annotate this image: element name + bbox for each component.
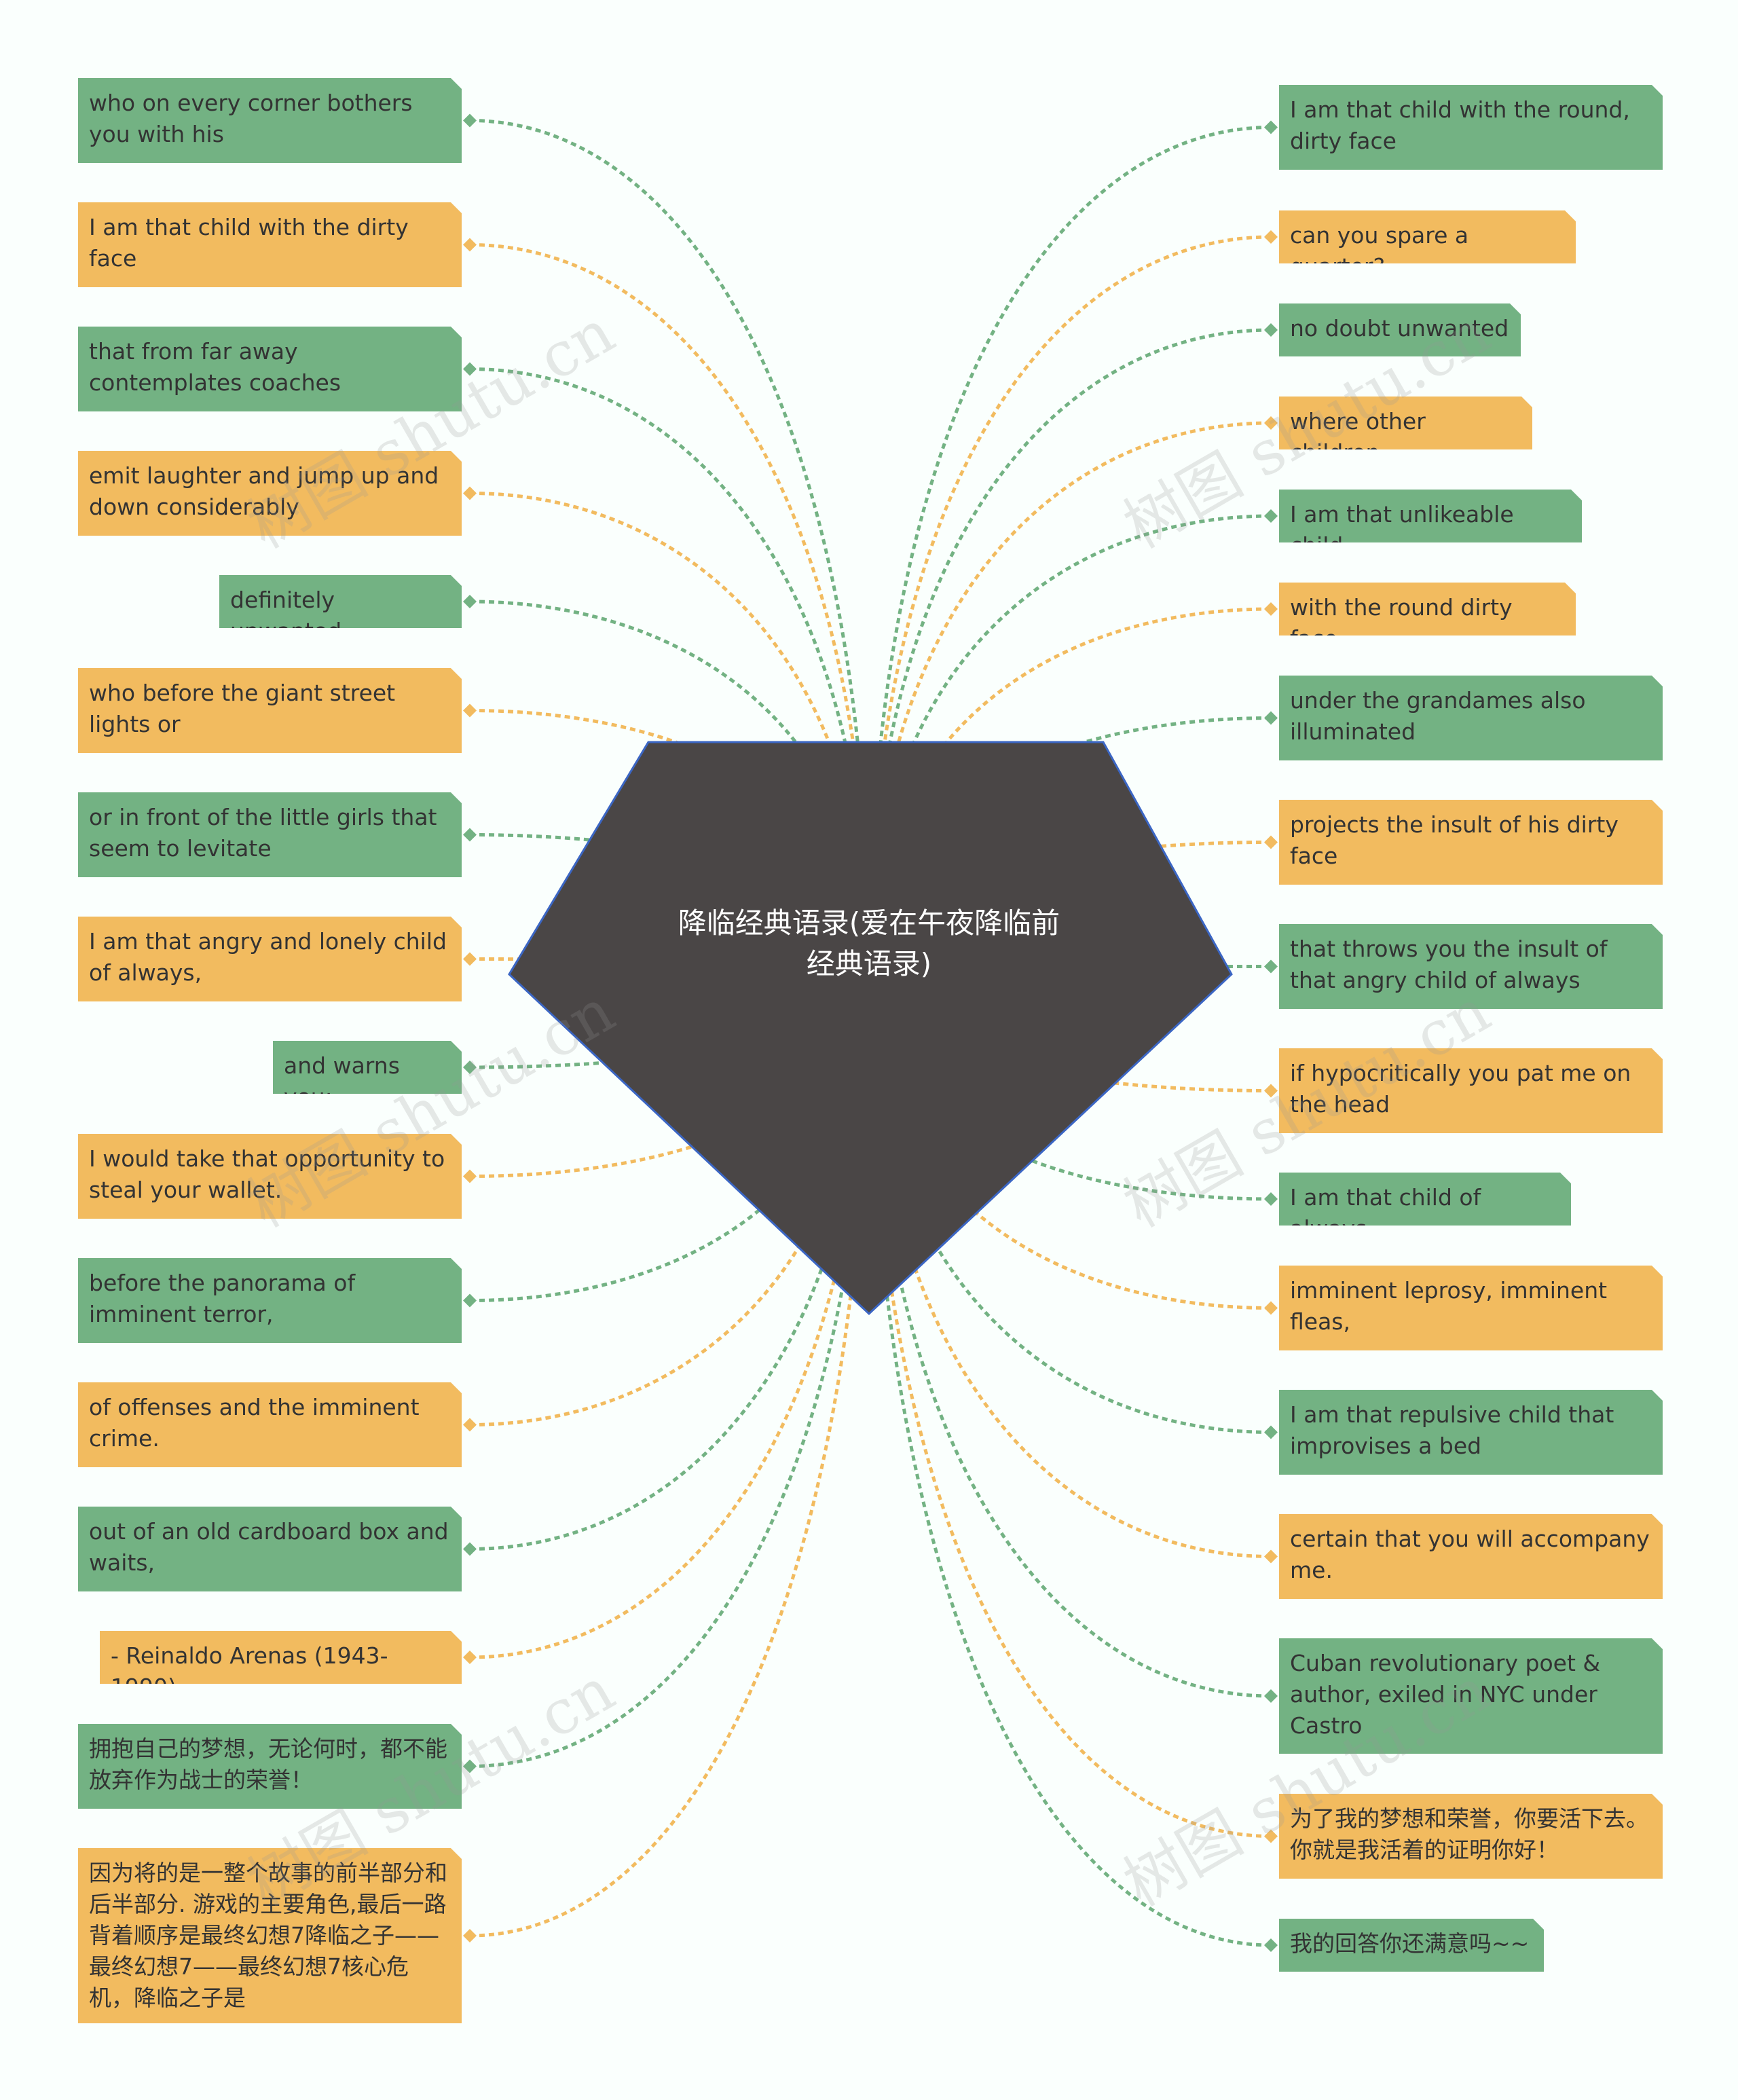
left-connector-12: [469, 970, 871, 1426]
left-connector-dot-2: [463, 238, 477, 252]
left-topic-node-14[interactable]: - Reinaldo Arenas (1943-1990): [100, 1631, 462, 1684]
left-connector-dot-9: [463, 1061, 477, 1074]
left-connector-dot-8: [463, 952, 477, 966]
left-topic-node-13[interactable]: out of an old cardboard box and waits,: [78, 1507, 462, 1591]
left-topic-node-7[interactable]: or in front of the little girls that see…: [78, 792, 462, 877]
right-topic-node-13[interactable]: I am that repulsive child that improvise…: [1279, 1390, 1663, 1475]
left-topic-node-16[interactable]: 因为将的是一整个故事的前半部分和后半部分. 游戏的主要角色,最后一路背着顺序是最…: [78, 1848, 462, 2023]
left-connector-dot-11: [463, 1293, 477, 1308]
left-topic-node-1[interactable]: who on every corner bothers you with his: [78, 78, 462, 163]
right-connector-14: [867, 970, 1272, 1558]
right-topic-node-3[interactable]: no doubt unwanted: [1279, 303, 1521, 356]
left-topic-node-6[interactable]: who before the giant street lights or: [78, 668, 462, 753]
right-connector-dot-11: [1264, 1192, 1278, 1206]
right-topic-node-9[interactable]: that throws you the insult of that angry…: [1279, 924, 1663, 1009]
left-topic-node-10[interactable]: I would take that opportunity to steal y…: [78, 1134, 462, 1219]
right-topic-node-7[interactable]: under the grandames also illuminated: [1279, 676, 1663, 760]
right-connector-dot-14: [1264, 1549, 1278, 1564]
left-connector-dot-5: [463, 595, 477, 608]
right-connector-dot-6: [1264, 602, 1278, 616]
left-connector-dot-12: [463, 1418, 477, 1432]
left-topic-node-15[interactable]: 拥抱自己的梦想，无论何时，都不能放弃作为战士的荣誉！: [78, 1724, 462, 1809]
right-connector-dot-10: [1264, 1084, 1278, 1098]
left-topic-node-5[interactable]: definitely unwanted: [219, 575, 462, 628]
left-topic-node-11[interactable]: before the panorama of imminent terror,: [78, 1258, 462, 1343]
right-topic-node-2[interactable]: can you spare a quarter?: [1279, 210, 1576, 263]
right-connector-dot-7: [1264, 711, 1278, 725]
left-topic-node-12[interactable]: of offenses and the imminent crime.: [78, 1382, 462, 1467]
right-topic-node-17[interactable]: 我的回答你还满意吗~~: [1279, 1919, 1544, 1972]
right-connector-17: [867, 970, 1272, 1947]
right-connector-dot-17: [1264, 1938, 1278, 1952]
left-connector-15: [469, 970, 871, 1768]
left-topic-node-4[interactable]: emit laughter and jump up and down consi…: [78, 451, 462, 536]
left-connector-dot-14: [463, 1651, 477, 1664]
center-pentagon: [508, 741, 1233, 1316]
right-connector-dot-1: [1264, 120, 1278, 134]
left-connector-14: [469, 970, 871, 1659]
right-connector-dot-12: [1264, 1301, 1278, 1315]
right-topic-node-1[interactable]: I am that child with the round, dirty fa…: [1279, 85, 1663, 170]
left-connector-1: [469, 119, 871, 972]
right-connector-dot-4: [1264, 416, 1278, 430]
left-connector-dot-3: [463, 362, 477, 376]
right-connector-5: [867, 514, 1272, 972]
left-topic-node-9[interactable]: and warns you:: [273, 1041, 462, 1094]
right-connector-dot-15: [1264, 1689, 1278, 1703]
right-connector-dot-3: [1264, 323, 1278, 337]
left-topic-node-8[interactable]: I am that angry and lonely child of alwa…: [78, 917, 462, 1001]
left-connector-dot-15: [463, 1759, 477, 1773]
right-connector-dot-8: [1264, 835, 1278, 849]
left-connector-dot-10: [463, 1169, 477, 1183]
left-connector-dot-7: [463, 828, 477, 842]
right-topic-node-11[interactable]: I am that child of always: [1279, 1173, 1571, 1226]
left-connector-dot-1: [463, 113, 477, 128]
right-connector-1: [867, 126, 1272, 972]
right-topic-node-12[interactable]: imminent leprosy, imminent fleas,: [1279, 1266, 1663, 1350]
center-title: 降临经典语录(爱在午夜降临前经典语录): [678, 906, 1060, 980]
left-connector-dot-16: [463, 1929, 477, 1942]
right-connector-dot-9: [1264, 959, 1278, 974]
right-connector-dot-16: [1264, 1829, 1278, 1843]
right-connector-2: [867, 235, 1272, 972]
left-connector-16: [469, 970, 871, 1938]
left-connector-dot-4: [463, 486, 477, 500]
left-topic-node-3[interactable]: that from far away contemplates coaches: [78, 327, 462, 411]
right-topic-node-15[interactable]: Cuban revolutionary poet & author, exile…: [1279, 1638, 1663, 1754]
left-connector-dot-13: [463, 1542, 477, 1556]
right-topic-node-8[interactable]: projects the insult of his dirty face: [1279, 800, 1663, 885]
right-topic-node-14[interactable]: certain that you will accompany me.: [1279, 1514, 1663, 1599]
right-connector-dot-13: [1264, 1425, 1278, 1439]
left-connector-dot-6: [463, 703, 477, 718]
right-connector-dot-2: [1264, 230, 1278, 244]
right-topic-node-4[interactable]: where other children: [1279, 397, 1532, 449]
right-topic-node-10[interactable]: if hypocritically you pat me on the head: [1279, 1048, 1663, 1133]
right-topic-node-5[interactable]: I am that unlikeable child: [1279, 490, 1582, 542]
right-topic-node-6[interactable]: with the round dirty face: [1279, 583, 1576, 635]
right-topic-node-16[interactable]: 为了我的梦想和荣誉，你要活下去。你就是我活着的证明你好！: [1279, 1794, 1663, 1879]
right-connector-dot-5: [1264, 509, 1278, 523]
left-connector-11: [469, 970, 871, 1302]
left-topic-node-2[interactable]: I am that child with the dirty face: [78, 202, 462, 287]
right-connector-6: [867, 607, 1272, 972]
